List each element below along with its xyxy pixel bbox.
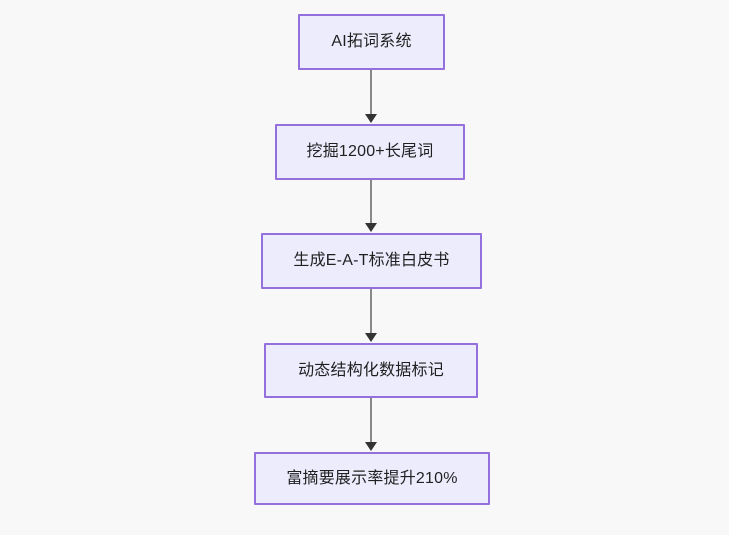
arrow-down-icon xyxy=(365,223,377,232)
flowchart-node-1-label: AI拓词系统 xyxy=(331,33,412,50)
arrow-down-icon xyxy=(365,333,377,342)
flowchart-node-2-label: 挖掘1200+长尾词 xyxy=(306,143,434,160)
flowchart-node-4-label: 动态结构化数据标记 xyxy=(298,361,444,379)
flowchart-node-5-label: 富摘要展示率提升210% xyxy=(286,469,458,487)
flowchart-node-3-label: 生成E-A-T标准白皮书 xyxy=(293,252,450,269)
flowchart-edge-1-line xyxy=(370,70,372,115)
flowchart-node-2[interactable]: 挖掘1200+长尾词 xyxy=(275,124,465,180)
flowchart-node-5[interactable]: 富摘要展示率提升210% xyxy=(254,452,490,505)
flowchart-node-4[interactable]: 动态结构化数据标记 xyxy=(264,343,478,398)
flowchart-edge-4-line xyxy=(370,398,372,443)
flowchart-edge-2-line xyxy=(370,180,372,224)
arrow-down-icon xyxy=(365,114,377,123)
flowchart-edge-3-line xyxy=(370,289,372,334)
arrow-down-icon xyxy=(365,442,377,451)
flowchart-node-1[interactable]: AI拓词系统 xyxy=(298,14,445,70)
flowchart-node-3[interactable]: 生成E-A-T标准白皮书 xyxy=(261,233,482,289)
